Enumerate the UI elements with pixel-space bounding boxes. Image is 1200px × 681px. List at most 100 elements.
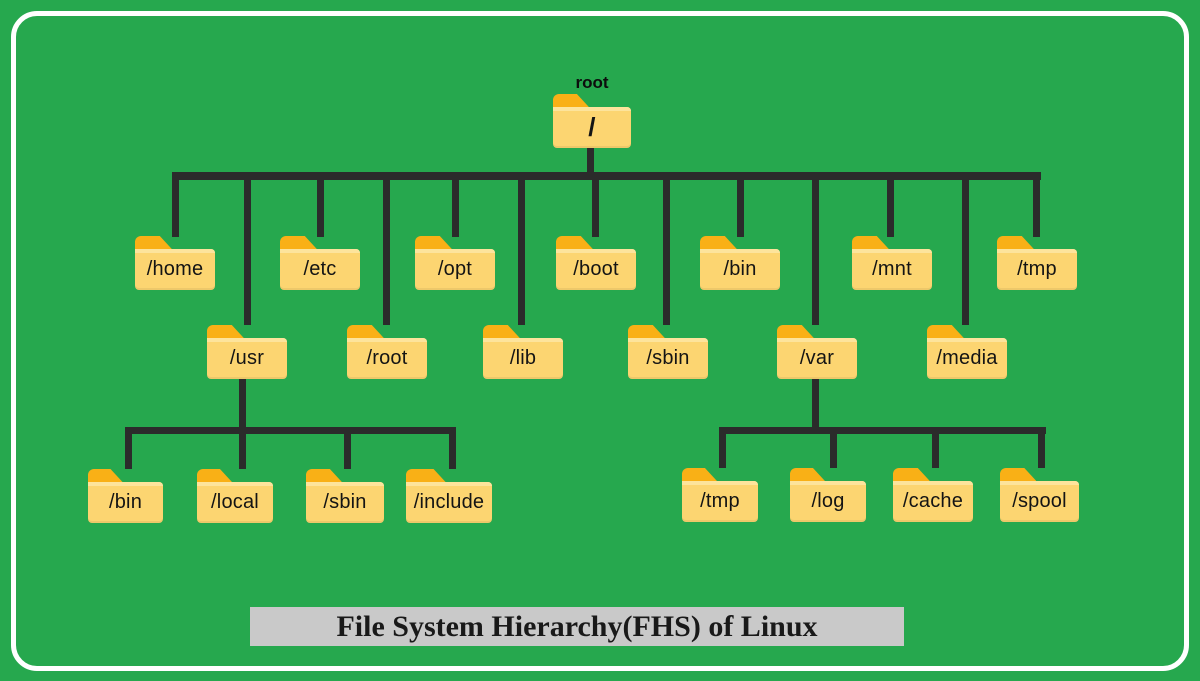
folder-label: / [588,112,596,142]
folder-body-icon: /bin [88,482,163,523]
folder-var-tmp: /tmp [682,468,758,522]
folder-label: /bin [108,491,143,513]
folder-label: /opt [437,258,473,280]
folder-label: /sbin [646,347,690,369]
connector-line [125,427,456,434]
folder-tab-icon [347,325,384,338]
folder-label: /etc [303,258,337,280]
folder-label: /tmp [1017,258,1057,280]
connector-line [172,172,1041,180]
folder-tab-icon [483,325,520,338]
folder-tab-icon [997,236,1034,249]
connector-line [239,377,246,431]
connector-line [592,178,599,237]
folder-tab-icon [893,468,930,481]
folder-label: /sbin [323,491,367,513]
connector-line [172,178,179,237]
folder-opt: /opt [415,236,495,290]
connector-line [887,178,894,237]
folder-usr-include: /include [406,469,492,523]
folder-body-icon: /sbin [306,482,384,523]
folder-body-icon: /include [406,482,492,523]
connector-line [239,432,246,469]
folder-tab-icon [556,236,593,249]
folder-body-icon: / [553,107,631,148]
folder-home: /home [135,236,215,290]
folder-tab-icon [135,236,172,249]
folder-body-icon: /mnt [852,249,932,290]
connector-line [1033,178,1040,237]
folder-usr: /usr [207,325,287,379]
connector-line [244,178,251,325]
folder-body-icon: /usr [207,338,287,379]
folder-body-icon: /etc [280,249,360,290]
folder-tab-icon [1000,468,1036,481]
folder-body-icon: /boot [556,249,636,290]
folder-var-cache: /cache [893,468,973,522]
folder-boot: /boot [556,236,636,290]
folder-usr-sbin: /sbin [306,469,384,523]
folder-label: /bin [723,258,757,280]
folder-tab-icon [553,94,589,107]
folder-label: /cache [902,490,964,512]
connector-line [452,178,459,237]
connector-line [812,377,819,431]
folder-body-icon: /sbin [628,338,708,379]
folder-label: /tmp [700,490,740,512]
folder-body-icon: /log [790,481,866,522]
folder-tab-icon [777,325,814,338]
folder-label: /home [146,258,204,280]
folder-tab-icon [790,468,825,481]
connector-line [830,432,837,468]
folder-var-spool: /spool [1000,468,1079,522]
folder-body-icon: /lib [483,338,563,379]
folder-tab-icon [415,236,452,249]
folder-usr-bin: /bin [88,469,163,523]
folder-label: /var [799,347,835,369]
folder-label: /log [811,490,845,512]
folder-label: /boot [573,258,619,280]
folder-tab-icon [927,325,964,338]
folder-body-icon: /spool [1000,481,1079,522]
connector-line [587,146,594,176]
folder-tab-icon [852,236,889,249]
folder-body-icon: /tmp [682,481,758,522]
folder-body-icon: /cache [893,481,973,522]
folder-tmp: /tmp [997,236,1077,290]
folder-body-icon: /root [347,338,427,379]
folder-body-icon: /local [197,482,273,523]
connector-line [719,427,1046,434]
folder-label: /root [366,347,408,369]
folder-label: /spool [1012,490,1067,512]
connector-line [125,432,132,469]
connector-line [449,432,456,469]
folder-usr-local: /local [197,469,273,523]
folder-etc: /etc [280,236,360,290]
folder-root: / [553,94,631,148]
folder-label: /lib [509,347,537,369]
folder-body-icon: /opt [415,249,495,290]
folder-lib: /lib [483,325,563,379]
folder-tab-icon [700,236,737,249]
folder-label: /include [413,491,485,513]
folder-tab-icon [406,469,446,482]
connector-line [344,432,351,469]
folder-label: /mnt [872,258,912,280]
connector-line [932,432,939,468]
folder-var-log: /log [790,468,866,522]
connector-line [737,178,744,237]
diagram-title: File System Hierarchy(FHS) of Linux [250,607,904,646]
folder-sbin: /sbin [628,325,708,379]
folder-body-icon: /home [135,249,215,290]
folder-body-icon: /tmp [997,249,1077,290]
connector-line [812,178,819,325]
connector-line [317,178,324,237]
connector-line [719,432,726,468]
connector-line [663,178,670,325]
folder-root: /root [347,325,427,379]
folder-body-icon: /bin [700,249,780,290]
folder-tab-icon [628,325,665,338]
folder-tab-icon [280,236,317,249]
connector-line [962,178,969,325]
